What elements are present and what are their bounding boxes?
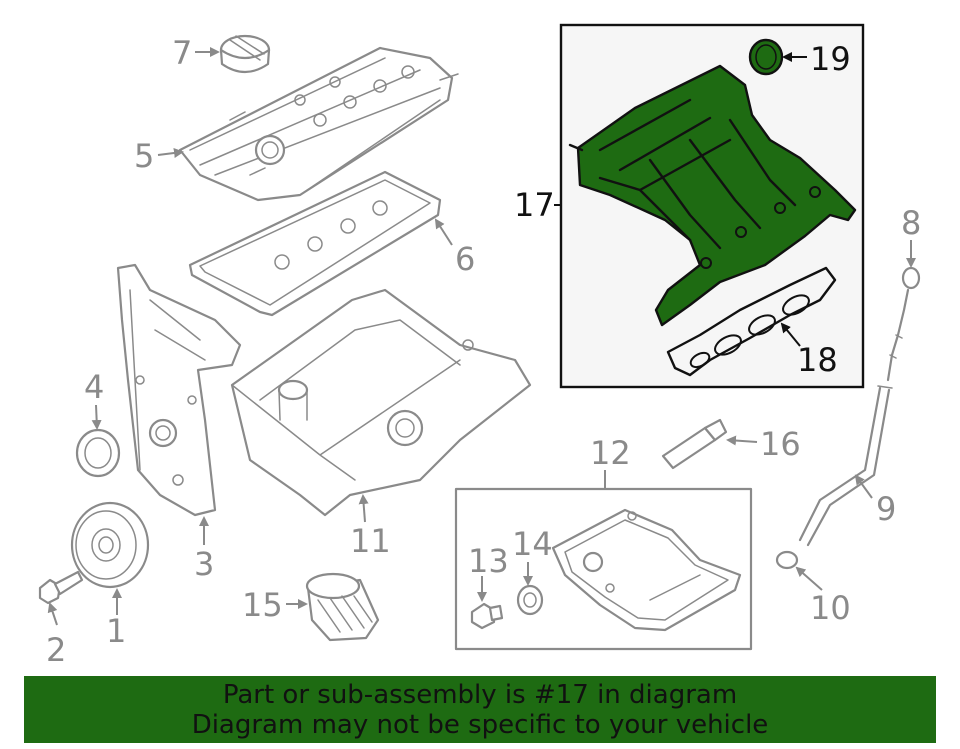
callout-7: 7 [172,34,192,72]
intake-manifold-gasket-part[interactable] [666,266,837,377]
callout-1: 1 [106,612,126,650]
callout-11: 11 [350,522,391,560]
valve-cover-gasket-part[interactable] [188,170,442,317]
banner-line-1: Part or sub-assembly is #17 in diagram [222,679,738,710]
callout-4: 4 [84,368,104,406]
banner-line-2: Diagram may not be specific to your vehi… [191,709,769,740]
callout-15: 15 [242,586,283,624]
crankshaft-pulley-part[interactable] [70,501,150,589]
sealant-tube-part[interactable] [661,418,728,470]
callout-5: 5 [134,137,154,175]
oil-dipstick-part[interactable] [886,266,921,382]
oil-pan-upper-part[interactable] [230,288,532,517]
callout-12: 12 [590,434,631,472]
callout-6: 6 [455,240,475,278]
manifold-plug-part[interactable] [748,38,784,76]
front-oil-seal-part[interactable] [75,428,121,478]
callout-16: 16 [760,425,801,463]
oil-filter-part[interactable] [305,572,380,642]
intake-manifold-part[interactable] [568,64,857,327]
callout-13: 13 [468,542,509,580]
oil-filler-cap-part[interactable] [219,34,271,74]
callout-box-12 [454,487,753,651]
drain-plug-part[interactable] [470,602,504,630]
callout-17: 17 [514,186,555,224]
valve-cover-part[interactable] [178,46,459,202]
callout-2: 2 [46,631,66,669]
timing-cover-part[interactable] [116,263,242,517]
callout-14: 14 [512,525,553,563]
leader-lines [47,47,916,626]
callout-18: 18 [797,341,838,379]
drain-plug-washer-part[interactable] [516,584,544,616]
callout-8: 8 [901,204,921,242]
oil-pan-lower-part[interactable] [551,508,742,632]
callout-3: 3 [194,545,214,583]
dipstick-tube-part[interactable] [798,385,893,547]
callout-9: 9 [876,490,896,528]
dipstick-o-ring-part[interactable] [775,550,799,570]
info-banner: Part or sub-assembly is #17 in diagram D… [24,676,936,743]
pulley-bolt-part[interactable] [38,570,84,605]
callout-19: 19 [810,40,851,78]
callout-10: 10 [810,589,851,627]
